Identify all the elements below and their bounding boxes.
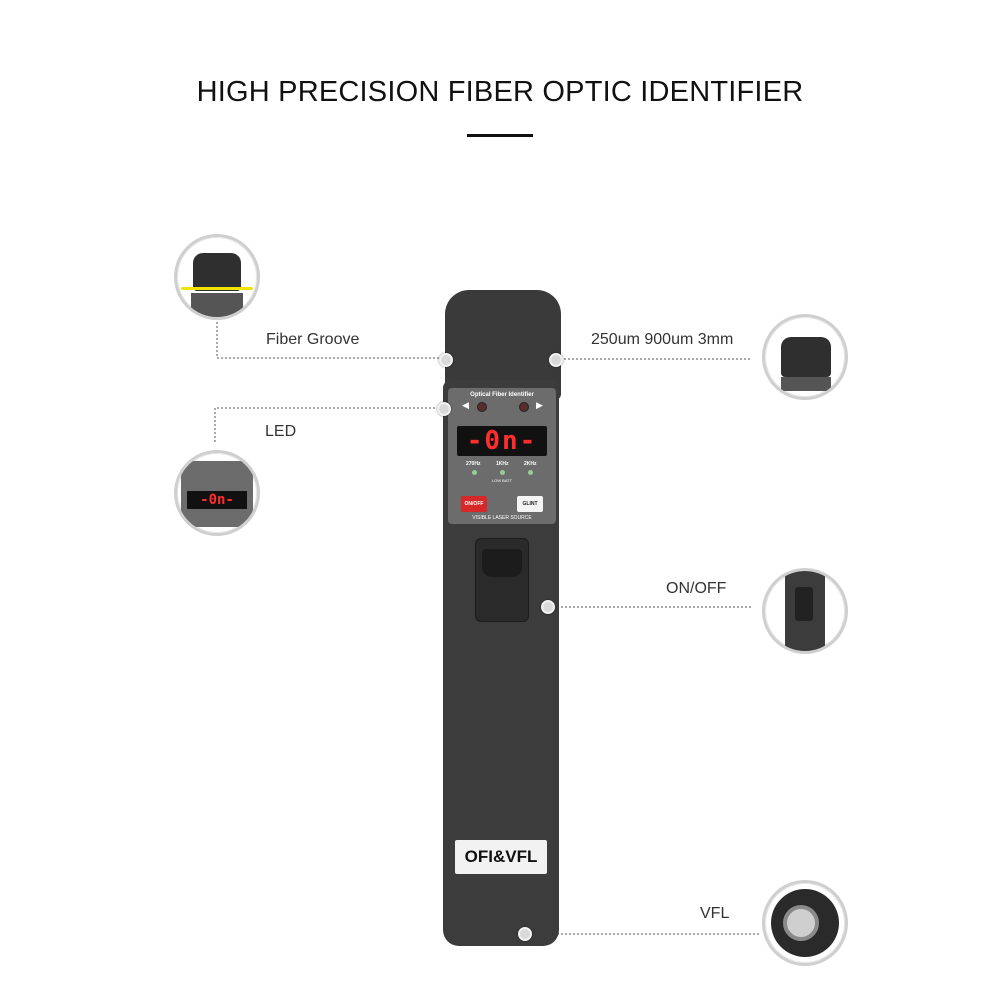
low-batt-label: LOW BATT [491,478,513,483]
panel-title: Optical Fiber Identifier [470,392,534,398]
groove-sizes-zoom [762,314,848,400]
vfl-zoom [762,880,848,966]
fiber-groove-zoom [174,234,260,320]
panel-subtitle: VISIBLE LASER SOURCE [472,515,532,521]
on-off-switch[interactable] [475,538,529,622]
on-off-label: ON/OFF [666,580,727,597]
groove-sizes-dot [549,353,563,367]
page-title: HIGH PRECISION FIBER OPTIC IDENTIFIER [196,76,804,108]
title-underline [467,134,533,137]
control-panel: Optical Fiber Identifier ◀ ▶ -0n- 270Hz … [448,388,556,524]
fiber-highlight [181,287,253,290]
vfl-dot [518,927,532,941]
glint-button[interactable]: GLINT [517,496,543,512]
led-leader [214,407,444,442]
led-zoom-display: -0n- [200,492,234,508]
freq-2khz-led [528,470,533,475]
fiber-groove-dot [439,353,453,367]
indicator-left [477,402,487,412]
fiber-groove-leader [216,318,445,359]
on-off-button[interactable]: ON/OFF [461,496,487,512]
groove-sizes-label: 250um 900um 3mm [591,331,734,348]
on-off-zoom [762,568,848,654]
fiber-groove-label: Fiber Groove [266,331,360,348]
freq-1khz-label: 1KHz [496,461,509,467]
indicator-right [519,402,529,412]
freq-1khz-led [500,470,505,475]
vfl-connector-icon [783,905,819,941]
switch-knob[interactable] [482,549,522,577]
vfl-label: VFL [700,905,730,922]
led-dot [437,402,451,416]
led-zoom: -0n- [174,450,260,536]
led-display: -0n- [457,426,547,456]
brand-label: OFI&VFL [455,840,547,874]
led-label: LED [265,423,297,440]
arrow-right-icon: ▶ [536,400,543,410]
on-off-dot [541,600,555,614]
freq-2khz-label: 2KHz [524,461,537,467]
arrow-left-icon: ◀ [462,400,469,410]
freq-270hz-led [472,470,477,475]
freq-270hz-label: 270Hz [466,461,481,467]
